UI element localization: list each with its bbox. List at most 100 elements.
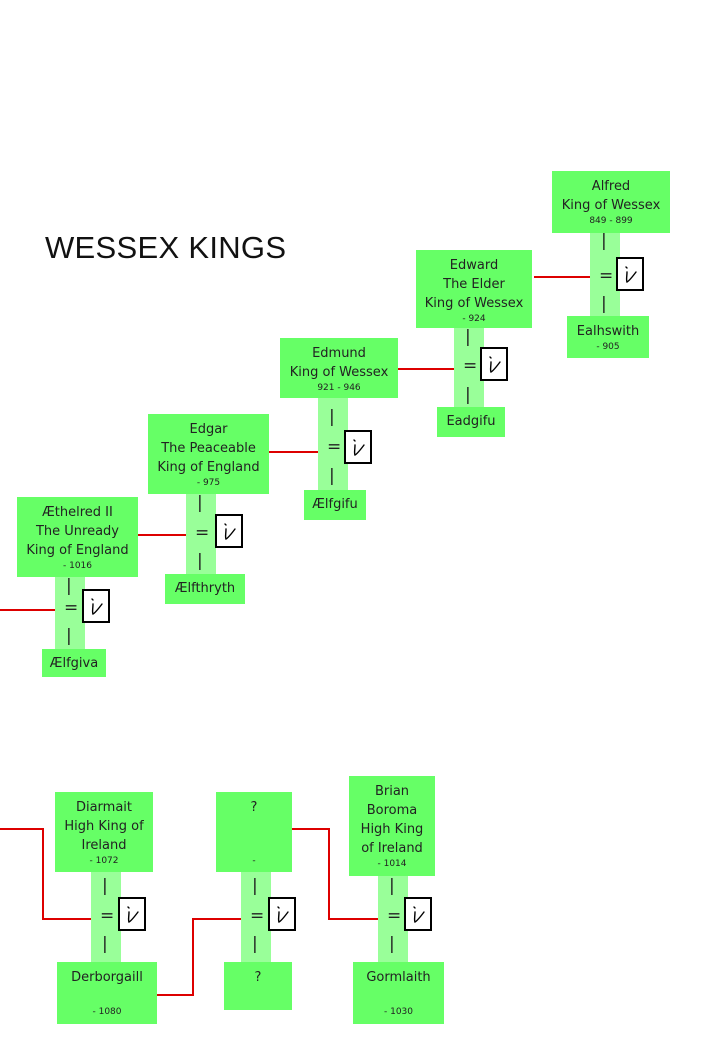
ring-glyph-icon <box>489 356 501 373</box>
brian-husband-name-line: Brian <box>374 784 410 799</box>
brian-marriage-stem <box>378 876 408 964</box>
diarmait-husband-name-line: Ireland <box>81 838 127 853</box>
ring-glyph-icon <box>353 439 365 456</box>
ring-glyph-icon <box>91 598 103 615</box>
edward-marriage-equals: = <box>463 356 478 376</box>
edmund-descent-bar-bottom: | <box>329 466 335 486</box>
alfred-husband-name-line: King of Wessex <box>561 198 661 213</box>
aethelred-wife-box: Ælfgiva <box>42 649 106 677</box>
diarmait-wife-box: Derborgaill - 1080 <box>57 962 157 1024</box>
edmund-marriage-equals: = <box>327 437 342 457</box>
unknown-wedding-ring-icon <box>268 897 296 931</box>
edgar-wife-box: Ælfthryth <box>165 574 245 604</box>
unknown-descent-bar-bottom: | <box>252 934 258 954</box>
edmund-husband-name-line: Edmund <box>312 346 366 361</box>
alfred-husband-name-line: Alfred <box>591 179 631 194</box>
aethelred-marriage-stem <box>55 577 85 649</box>
brian-descent-bar-bottom: | <box>389 934 395 954</box>
edward-descent-bar-bottom: | <box>465 385 471 405</box>
aethelred-marriage-equals: = <box>64 598 79 618</box>
brian-wife-box: Gormlaith - 1030 <box>353 962 444 1024</box>
edmund-wife-name: Ælfgifu <box>312 497 358 512</box>
brian-wife-dates: - 1030 <box>383 1007 413 1017</box>
unknown-husband-dates: - <box>252 856 256 866</box>
brian-wedding-ring-icon <box>404 897 432 931</box>
aethelred-descent-bar-bottom: | <box>66 626 72 646</box>
brian-husband-name-line: High King <box>360 822 424 837</box>
edward-husband-dates: - 924 <box>462 314 486 324</box>
edward-descent-bar-top: | <box>465 327 471 347</box>
edward-husband-name-line: King of Wessex <box>424 296 524 311</box>
edgar-descent-bar-bottom: | <box>197 551 203 571</box>
ring-glyph-icon <box>277 906 289 923</box>
edward-husband-name-line: The Elder <box>443 277 505 292</box>
unknown-wife-name: ? <box>254 970 262 985</box>
edgar-husband-name-line: The Peaceable <box>161 441 256 456</box>
diarmait-husband-name-line: High King of <box>64 819 144 834</box>
alfred-wife-box: Ealhswith - 905 <box>567 316 649 358</box>
diarmait-wife-name: Derborgaill <box>71 970 143 985</box>
alfred-marriage-stem <box>590 232 620 316</box>
alfred-descent-bar-bottom: | <box>601 294 607 314</box>
diarmait-husband-dates: - 1072 <box>89 856 119 866</box>
brian-husband-name-line: of Ireland <box>361 841 423 856</box>
diarmait-descent-bar-top: | <box>102 876 108 896</box>
edgar-wedding-ring-icon <box>215 514 243 548</box>
edmund-husband-dates: 921 - 946 <box>317 383 361 393</box>
edward-marriage-stem <box>454 328 484 408</box>
alfred-descent-bar-top: | <box>601 231 607 251</box>
ring-glyph-icon <box>127 906 139 923</box>
aethelred-husband-dates: - 1016 <box>62 561 92 571</box>
brian-wife-spacer <box>353 987 444 1006</box>
unknown-to-brian-link <box>292 828 386 920</box>
diarmait-wife-dates: - 1080 <box>92 1007 122 1017</box>
edgar-marriage-equals: = <box>195 523 210 543</box>
aethelred-wife-name: Ælfgiva <box>49 656 99 671</box>
edmund-descent-bar-top: | <box>329 407 335 427</box>
diarmait-wedding-ring-icon <box>118 897 146 931</box>
alfred-wedding-ring-icon <box>616 257 644 291</box>
brian-husband-name-line: Boroma <box>366 803 418 818</box>
edgar-husband-name-line: Edgar <box>189 422 228 437</box>
unknown-marriage-equals: = <box>250 906 265 926</box>
edgar-wife-name: Ælfthryth <box>174 581 236 596</box>
diarmait-descent-bar-bottom: | <box>102 934 108 954</box>
ring-glyph-icon <box>625 266 637 283</box>
edmund-husband-name-line: King of Wessex <box>289 365 389 380</box>
ring-glyph-icon <box>224 523 236 540</box>
unknown-spacer <box>216 817 292 836</box>
edmund-wife-box: Ælfgifu <box>304 490 366 520</box>
ring-glyph-icon <box>413 906 425 923</box>
edward-wife-box: Eadgifu <box>437 407 505 437</box>
diarmait-marriage-equals: = <box>100 906 115 926</box>
edmund-wedding-ring-icon <box>344 430 372 464</box>
edgar-descent-bar-top: | <box>197 493 203 513</box>
alfred-wife-name: Ealhswith <box>576 324 640 339</box>
aethelred-husband-name-line: Æthelred II <box>42 505 113 520</box>
unknown-descent-bar-top: | <box>252 876 258 896</box>
edgar-marriage-stem <box>186 494 216 574</box>
diarmait-wife-spacer <box>57 987 157 1006</box>
brian-marriage-equals: = <box>387 906 402 926</box>
aethelred-husband-name-line: King of England <box>26 543 129 558</box>
brian-descent-bar-top: | <box>389 876 395 896</box>
unknown-husband-name-line: ? <box>250 800 258 815</box>
aethelred-husband-name-line: The Unready <box>35 524 120 539</box>
unknown-marriage-stem <box>241 872 271 964</box>
diarmait-husband-name-line: Diarmait <box>75 800 133 815</box>
page-title: WESSEX KINGS <box>45 230 287 265</box>
alfred-wife-dates: - 905 <box>596 342 620 352</box>
edward-husband-name-line: Edward <box>449 258 499 273</box>
edward-wedding-ring-icon <box>480 347 508 381</box>
diarmait-marriage-stem <box>91 872 121 964</box>
diarmait-offpage-link <box>0 828 99 920</box>
